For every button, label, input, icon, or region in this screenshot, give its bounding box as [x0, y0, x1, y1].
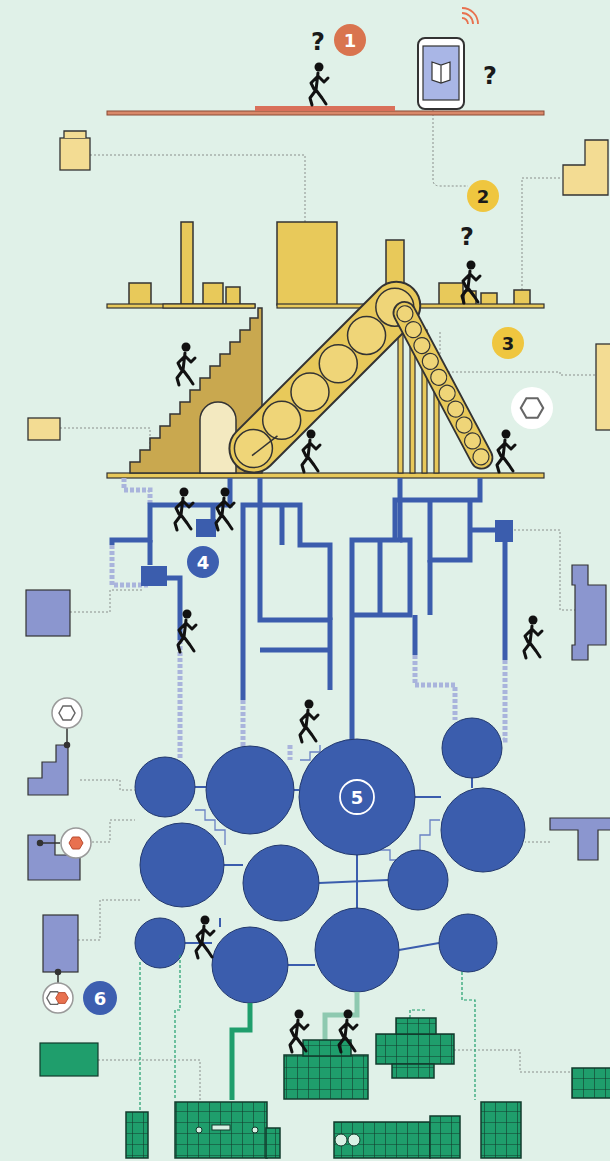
callout-number: 3: [502, 335, 515, 353]
callout-number: 5: [351, 789, 364, 807]
question-mark: ?: [483, 64, 497, 88]
callout-number: 4: [197, 554, 210, 572]
callout-number: 2: [477, 188, 490, 206]
callout-number: 6: [94, 990, 107, 1008]
callout-number: 1: [344, 32, 357, 50]
question-mark: ?: [460, 225, 474, 249]
question-mark: ?: [311, 30, 325, 54]
